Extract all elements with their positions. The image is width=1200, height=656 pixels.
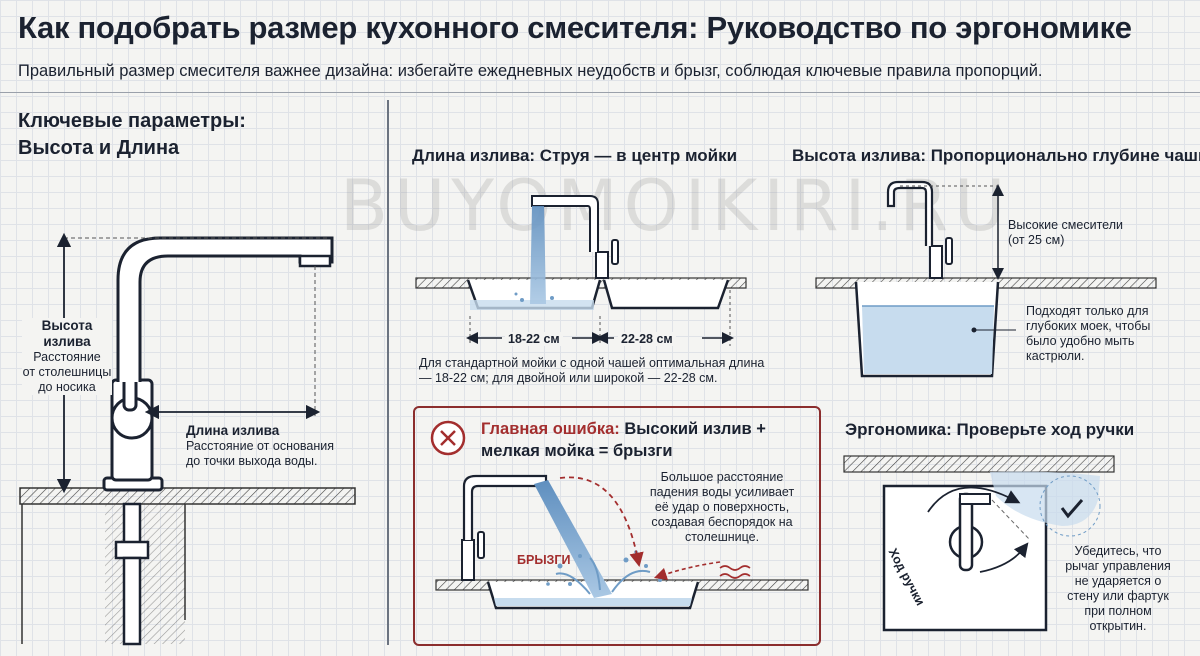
dim-double-bowl: 22-28 см [618,332,676,346]
mistake-title-red: Главная ошибка: [481,420,620,438]
splash-label: БРЫЗГИ [517,553,571,567]
mistake-note-4: создавая беспорядок на [651,515,793,529]
mistake-note-1: Большое расстояние [660,470,784,484]
check-icon [1060,499,1084,519]
ergo-note-2: рычаг управления [1065,559,1171,573]
height-desc-3: до носика [38,380,96,394]
mistake-title-rest: Высокий излив + [619,420,766,438]
mistake-note-3: её удар о поверхность, [654,500,790,514]
spout-length-note-2: — 18-22 см; для двойной или широкой — 22… [419,371,718,385]
length-desc-1: Расстояние от основания [186,439,335,453]
height-desc-1: Расстояние [33,350,101,364]
deep-sink-note: Подходят только для глубоких моек, чтобы… [1026,304,1150,364]
length-callout: Длина излива Расстояние от основания до … [186,423,334,469]
spout-length-note-1: Для стандартной мойки с одной чашей опти… [419,356,765,370]
ergo-note-3: не ударяется о [1074,574,1162,588]
header-divider [0,92,1200,93]
ergonomics-heading: Эргономика: Проверьте ход ручки [845,420,1135,439]
splash-mistake-illustration [430,420,809,610]
dim-single-bowl: 18-22 см [505,332,563,346]
deep-note-4: кастрюли. [1026,349,1085,363]
ergo-note-5: при полном [1084,604,1152,618]
ergo-note-4: стену или фартук [1067,589,1169,603]
page-subtitle: Правильный размер смесителя важнее дизай… [18,62,1043,80]
length-title: Длина излива [186,423,280,438]
mistake-title-line2: мелкая мойка = брызги [481,442,673,460]
left-heading-line2: Высота и Длина [18,137,180,159]
mistake-note-2: падения воды усиливает [649,485,795,499]
ergo-note-1: Убедитесь, что [1074,544,1162,558]
deep-sink-illustration [815,180,1157,378]
column-divider [387,100,389,645]
height-title-1: Высота [41,318,93,333]
length-desc-2: до точки выхода воды. [186,454,318,468]
spout-height-heading: Высота излива: Пропорционально глубине ч… [792,146,1200,165]
left-heading-line1: Ключевые параметры: [18,110,246,132]
tall-faucet-label: Высокие смесители (от 25 см) [1008,218,1123,248]
main-mistake-title: Главная ошибка: Высокий излив + мелкая м… [481,418,766,462]
tall-label-2: (от 25 см) [1008,233,1065,247]
main-mistake-panel [413,406,821,646]
height-title-2: излива [43,334,91,349]
height-callout: Высота излива Расстояние от столешницы д… [22,318,112,395]
left-panel-heading: Ключевые параметры: Высота и Длина [18,108,246,162]
deep-note-1: Подходят только для [1026,304,1149,318]
deep-note-3: было удобно мыть [1026,334,1135,348]
height-desc-2: от столешницы [22,365,112,379]
ergonomics-note: Убедитесь, что рычаг управления не ударя… [1058,544,1178,634]
spout-length-note: Для стандартной мойки с одной чашей опти… [419,356,764,386]
page-title: Как подобрать размер кухонного смесителя… [18,10,1132,45]
handle-travel-illustration [843,455,1115,632]
double-sink-illustration [415,195,747,346]
large-faucet-illustration [19,232,356,646]
mistake-note: Большое расстояние падения воды усиливае… [640,470,804,545]
ergo-note-6: открытин. [1089,619,1147,633]
tall-label-1: Высокие смесители [1008,218,1123,232]
spout-length-heading: Длина излива: Струя — в центр мойки [412,146,738,165]
mistake-note-5: столешнице. [684,530,760,544]
deep-note-2: глубоких моек, чтобы [1026,319,1151,333]
